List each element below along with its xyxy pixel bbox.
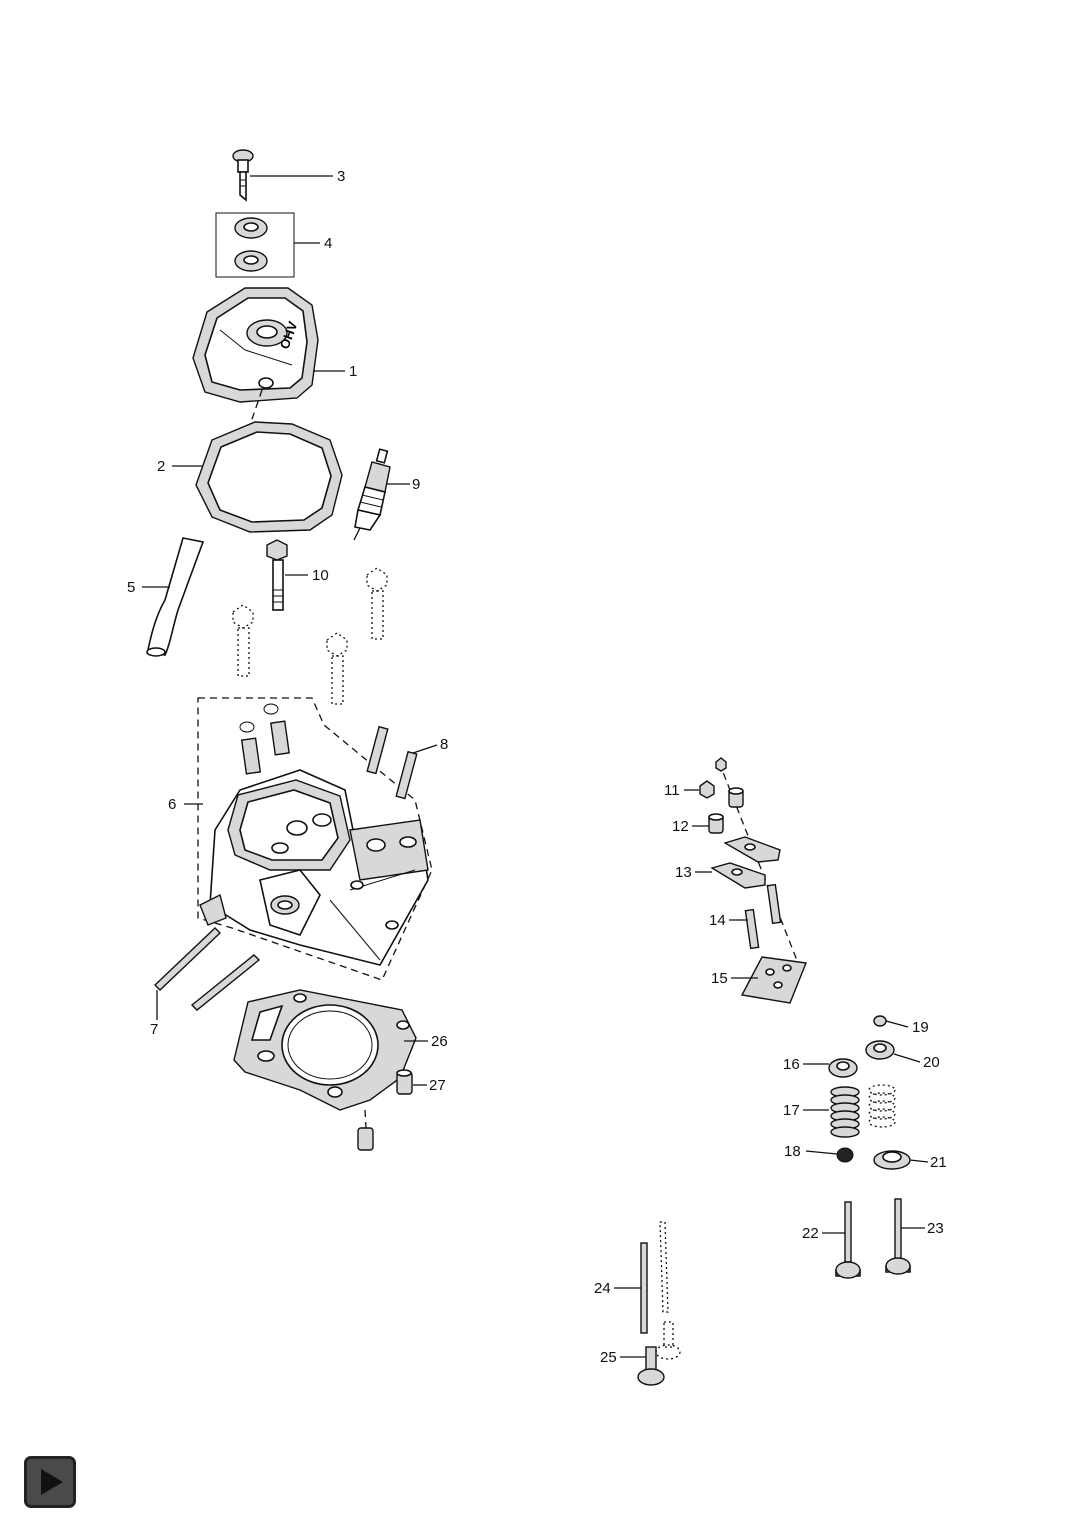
- part-17-spring: [830, 1084, 896, 1138]
- part-15-guide-plate: [740, 956, 807, 1004]
- label-14: 14: [709, 912, 726, 929]
- leader-19: [885, 1020, 909, 1028]
- label-10: 10: [312, 567, 329, 584]
- label-17: 17: [783, 1102, 800, 1119]
- part-16-retainer: [828, 1058, 858, 1078]
- label-6: 6: [168, 796, 176, 813]
- label-9: 9: [412, 476, 420, 493]
- label-27: 27: [429, 1077, 446, 1094]
- label-20: 20: [923, 1054, 940, 1071]
- guide-line: [364, 1109, 367, 1129]
- label-18: 18: [784, 1143, 801, 1160]
- part-11-nut: [699, 757, 727, 799]
- label-11: 11: [664, 782, 680, 799]
- leader-18: [805, 1150, 838, 1155]
- part-1-valve-cover: OHV: [192, 287, 319, 403]
- label-4: 4: [324, 235, 332, 252]
- dashed-bolts: [232, 567, 388, 705]
- dowel-pin-lower: [357, 1127, 374, 1151]
- part-26-head-gasket: [233, 989, 417, 1111]
- part-3-bolt: [232, 149, 254, 202]
- part-18-seal: [836, 1147, 854, 1163]
- part-27-dowel: [396, 1069, 413, 1095]
- part-5-tube: [146, 537, 205, 657]
- label-1: 1: [349, 363, 357, 380]
- label-3: 3: [337, 168, 345, 185]
- label-8: 8: [440, 736, 448, 753]
- label-24: 24: [594, 1280, 611, 1297]
- label-21: 21: [930, 1154, 947, 1171]
- part-10-bolt: [266, 539, 288, 611]
- part-22-intake-valve: [835, 1201, 861, 1279]
- label-13: 13: [675, 864, 692, 881]
- part-20-retainer: [865, 1040, 895, 1060]
- play-button[interactable]: [24, 1456, 76, 1508]
- label-25: 25: [600, 1349, 617, 1366]
- part-25-tappet: [637, 1321, 681, 1386]
- part-8-studs: [366, 725, 418, 800]
- label-15: 15: [711, 970, 728, 987]
- leader-8: [412, 744, 438, 754]
- label-5: 5: [127, 579, 135, 596]
- label-2: 2: [157, 458, 165, 475]
- part-4-washers: [215, 212, 295, 278]
- part-7-studs: [153, 927, 261, 1011]
- part-14-stud: [744, 883, 782, 950]
- label-12: 12: [672, 818, 689, 835]
- label-22: 22: [802, 1225, 819, 1242]
- part-2-gasket: [195, 421, 343, 533]
- part-13-rocker-arm: [710, 836, 781, 889]
- play-icon: [41, 1469, 63, 1495]
- label-7: 7: [150, 1021, 158, 1038]
- label-23: 23: [927, 1220, 944, 1237]
- part-6-cylinder-head: [199, 703, 429, 966]
- leader-21: [909, 1159, 929, 1163]
- part-21-rotator: [873, 1150, 911, 1170]
- part-23-exhaust-valve: [885, 1198, 911, 1275]
- label-16: 16: [783, 1056, 800, 1073]
- part-24-push-rod: [640, 1221, 669, 1334]
- leader-20: [893, 1053, 921, 1063]
- part-19-keeper: [873, 1015, 887, 1027]
- part-9-spark-plug: [353, 448, 391, 541]
- label-19: 19: [912, 1019, 929, 1036]
- label-26: 26: [431, 1033, 448, 1050]
- part-12-pivot: [708, 787, 744, 834]
